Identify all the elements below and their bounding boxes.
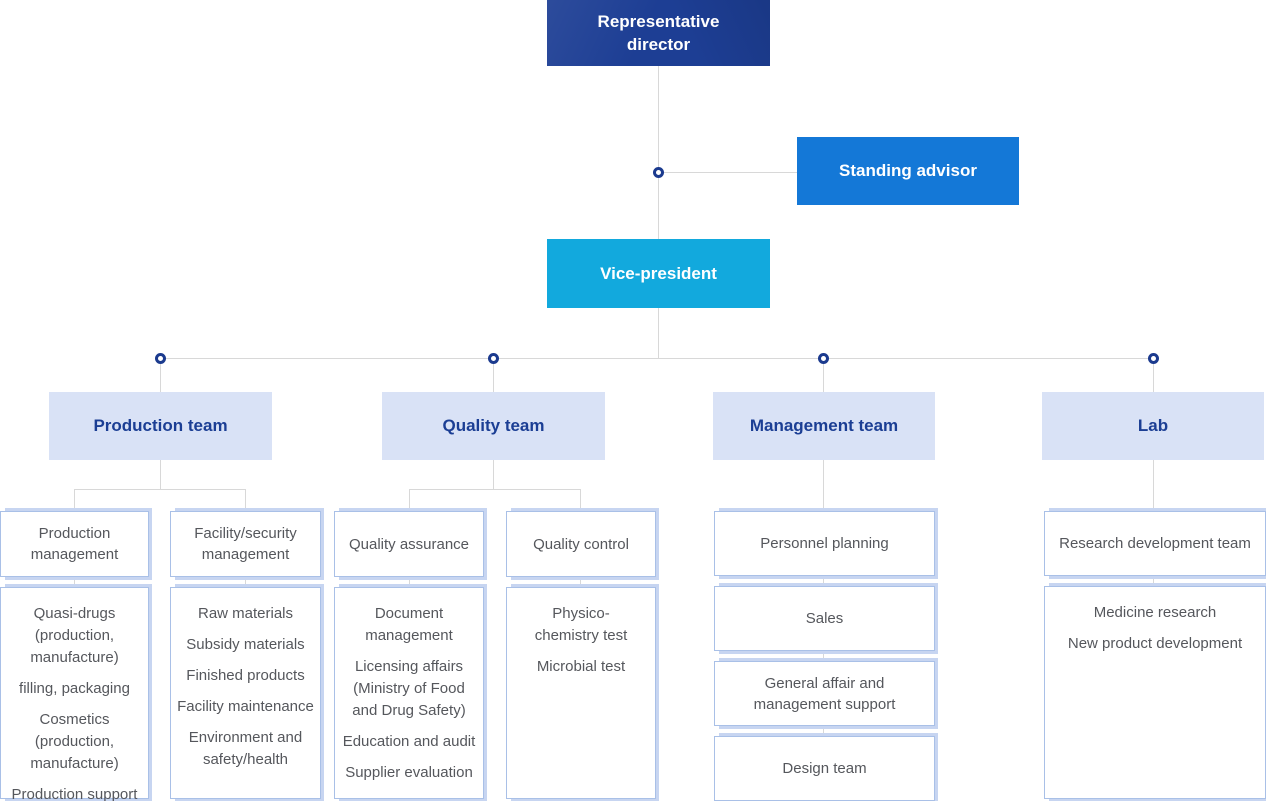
production-team-box: Production team [49, 392, 272, 460]
connector-main-rule [161, 358, 1154, 359]
list-item: Quasi-drugs (production, manufacture) [30, 605, 119, 666]
production-management-label: Production management [30, 525, 119, 563]
facility-security-management-box: Facility/security management [170, 511, 321, 577]
connector-drop-production-col1 [74, 489, 75, 511]
general-affair-box: General affair and management support [714, 661, 935, 726]
production-management-box: Production management [0, 511, 149, 577]
list-item: New product development [1067, 635, 1243, 652]
standing-advisor-label: Standing advisor [839, 161, 977, 180]
facility-security-management-label: Facility/security management [194, 525, 297, 563]
list-item: filling, packaging [19, 680, 130, 697]
connector-drop-production-col2 [245, 489, 246, 511]
connector-gap-management-1 [823, 576, 824, 586]
connector-root-to-vp [658, 66, 659, 239]
research-development-team-label: Research development team [1059, 535, 1251, 552]
quality-control-box: Quality control [506, 511, 656, 577]
lab-items-box: Medicine research New product developmen… [1044, 586, 1266, 799]
junction-node-advisor [653, 167, 664, 178]
list-item: Licensing affairs (Ministry of Food and … [352, 658, 466, 719]
sales-box: Sales [714, 586, 935, 651]
lab-box: Lab [1042, 392, 1264, 460]
list-item: Document management [365, 605, 453, 644]
connector-stem-quality [493, 460, 494, 490]
representative-director-label: Representative director [597, 12, 720, 54]
connector-stem-lab [1153, 460, 1154, 511]
connector-gap-management-2 [823, 651, 824, 661]
junction-node-quality [488, 353, 499, 364]
production-team-label: Production team [93, 416, 228, 435]
representative-director-box: Representative director [547, 0, 770, 66]
personnel-planning-box: Personnel planning [714, 511, 935, 576]
general-affair-label: General affair and management support [753, 674, 896, 713]
quality-team-label: Quality team [442, 416, 545, 435]
list-item: Raw materials [197, 605, 294, 622]
connector-stem-production [160, 460, 161, 490]
quality-control-items-box: Physico- chemistry test Microbial test [506, 587, 656, 799]
connector-gap-production-col2 [245, 577, 246, 587]
list-item: Medicine research [1093, 604, 1217, 621]
list-item: Facility maintenance [177, 698, 314, 715]
list-item: Production support [11, 786, 138, 801]
production-management-items-box: Quasi-drugs (production, manufacture) fi… [0, 587, 149, 801]
connector-gap-production-col1 [74, 577, 75, 587]
connector-drop-quality-col2 [580, 489, 581, 511]
connector-drop-production [160, 359, 161, 392]
junction-node-production [155, 353, 166, 364]
personnel-planning-label: Personnel planning [760, 535, 889, 552]
connector-vp-to-rule [658, 308, 659, 359]
junction-node-lab [1148, 353, 1159, 364]
connector-drop-management [823, 359, 824, 392]
vice-president-box: Vice-president [547, 239, 770, 308]
connector-drop-lab [1153, 359, 1154, 392]
list-item: Supplier evaluation [345, 764, 473, 781]
management-team-box: Management team [713, 392, 935, 460]
connector-drop-quality [493, 359, 494, 392]
design-team-box: Design team [714, 736, 935, 801]
facility-security-items-box: Raw materials Subsidy materials Finished… [170, 587, 321, 799]
management-team-label: Management team [749, 416, 899, 435]
standing-advisor-box: Standing advisor [797, 137, 1019, 205]
quality-assurance-box: Quality assurance [334, 511, 484, 577]
design-team-label: Design team [782, 760, 867, 777]
quality-team-box: Quality team [382, 392, 605, 460]
connector-drop-quality-col1 [409, 489, 410, 511]
list-item: Cosmetics (production, manufacture) [30, 711, 119, 772]
list-item: Microbial test [536, 658, 626, 675]
list-item: Finished products [186, 667, 305, 684]
lab-label: Lab [1137, 416, 1169, 435]
list-item: Physico- chemistry test [534, 605, 628, 644]
research-development-team-box: Research development team [1044, 511, 1266, 576]
connector-branch-quality [409, 489, 581, 490]
list-item: Environment and safety/health [188, 729, 303, 768]
connector-gap-quality-col2 [580, 577, 581, 587]
connector-gap-lab [1153, 576, 1154, 586]
junction-node-management [818, 353, 829, 364]
vice-president-label: Vice-president [600, 263, 717, 283]
connector-stem-management [823, 460, 824, 511]
list-item: Education and audit [342, 733, 476, 750]
connector-gap-quality-col1 [409, 577, 410, 587]
quality-assurance-label: Quality assurance [348, 535, 470, 553]
connector-gap-management-3 [823, 726, 824, 736]
list-item: Subsidy materials [186, 636, 305, 653]
sales-label: Sales [805, 610, 844, 627]
connector-branch-production [74, 489, 246, 490]
quality-assurance-items-box: Document management Licensing affairs (M… [334, 587, 484, 799]
quality-control-label: Quality control [533, 535, 629, 553]
connector-to-standing-advisor [659, 172, 797, 173]
